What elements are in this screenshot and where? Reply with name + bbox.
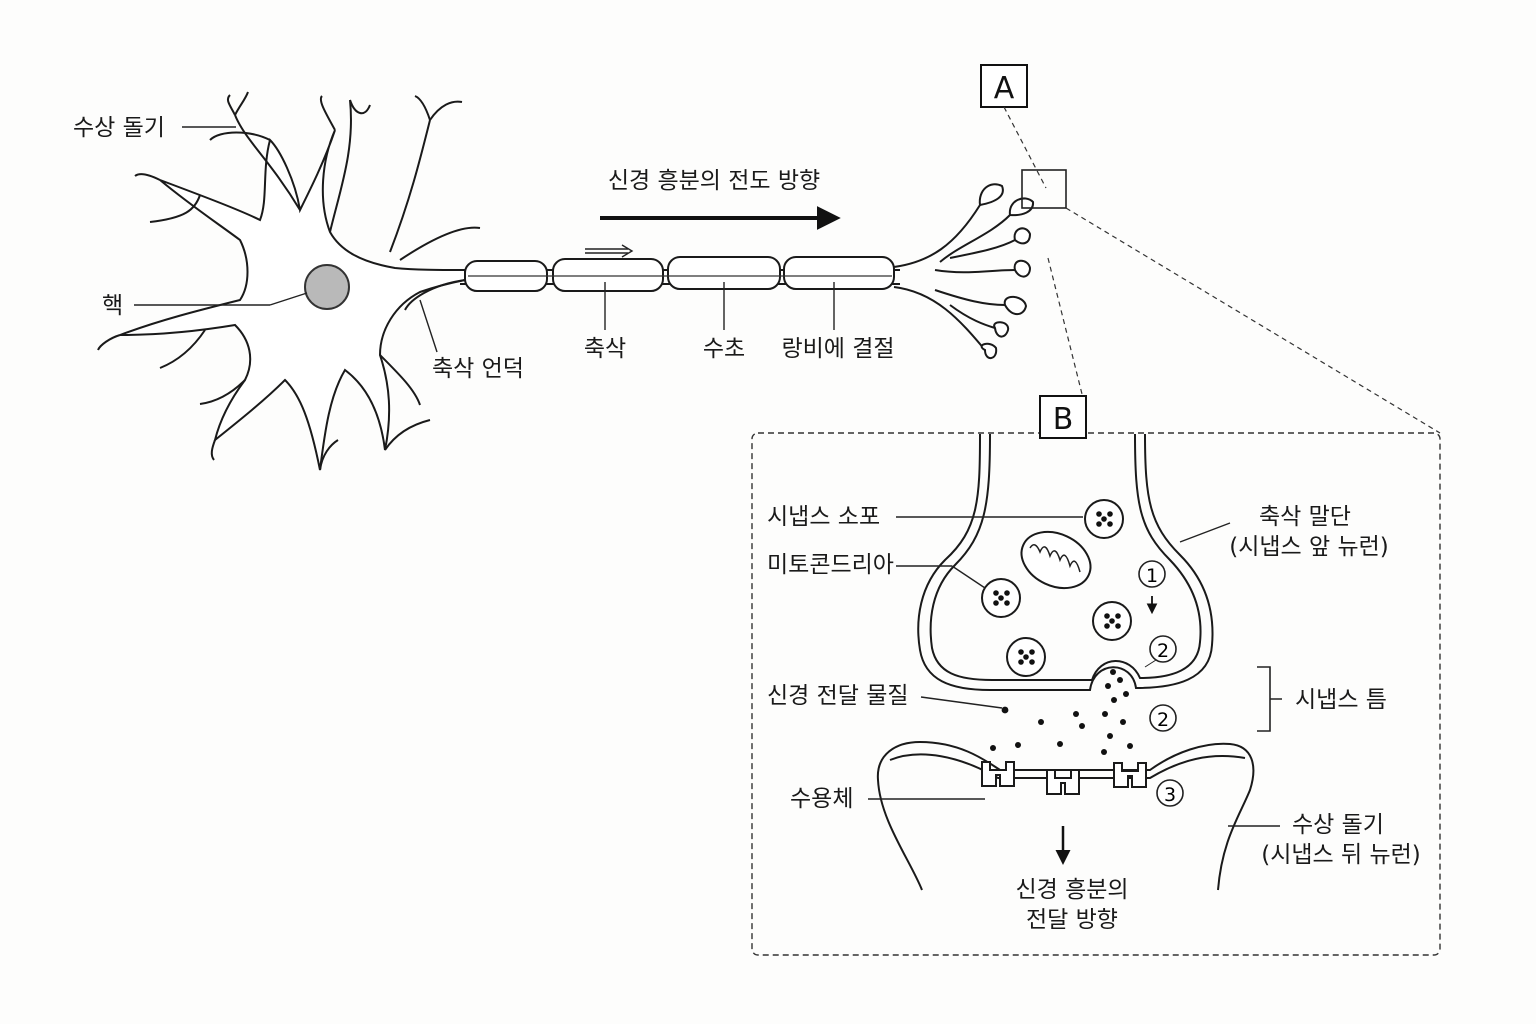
axon-hillock-label: 축삭 언덕	[432, 356, 524, 382]
synaptic-vesicle	[1084, 499, 1124, 539]
nucleus-label: 핵	[102, 293, 123, 319]
axon-terminal	[917, 433, 1214, 691]
neurotransmitter-molecules	[990, 669, 1133, 755]
synaptic-vesicle	[981, 578, 1021, 618]
myelin-segment	[552, 258, 664, 292]
box-a-label: A	[994, 71, 1015, 106]
receptor-label: 수용체	[790, 786, 853, 812]
conduction-label: 신경 흥분의 전도 방향	[608, 168, 820, 194]
transmission-label-line1: 신경 흥분의	[1015, 877, 1128, 903]
cleft-label: 시냅스 틈	[1295, 687, 1387, 713]
post-dendrite-label: 수상 돌기	[1292, 812, 1384, 838]
receptor	[1046, 769, 1080, 795]
node-label: 랑비에 결절	[781, 336, 894, 362]
receptor	[981, 761, 1015, 787]
step-2b-marker: 2	[1157, 709, 1169, 731]
axon-terminals	[893, 204, 1016, 351]
nucleus	[304, 264, 350, 310]
dendrite-branches	[97, 91, 481, 471]
post-neuron-label: (시냅스 뒤 뉴런)	[1261, 842, 1421, 868]
step-markers: 1 2 2 3	[1138, 560, 1184, 807]
neurotransmitter-label: 신경 전달 물질	[767, 683, 909, 709]
synaptic-vesicle	[1006, 637, 1046, 677]
zoom-region	[1021, 169, 1067, 209]
local-current-arrow	[585, 244, 634, 258]
postsynaptic-dendrite	[876, 740, 1255, 891]
cell-body	[119, 129, 466, 471]
receptor	[1113, 762, 1147, 788]
axon-terminal-label: 축삭 말단	[1259, 504, 1351, 530]
transmission-label-line2: 전달 방향	[1026, 907, 1118, 933]
receptors	[981, 761, 1147, 795]
synaptic-knobs	[978, 183, 1035, 359]
box-b-label: B	[1053, 402, 1074, 437]
dendrite-label: 수상 돌기	[73, 115, 165, 141]
box-b	[1039, 395, 1087, 439]
myelin-sheath	[464, 256, 895, 292]
synaptic-vesicle	[1092, 601, 1132, 641]
myelin-label: 수초	[703, 336, 745, 362]
step-2a-marker: 2	[1157, 640, 1169, 662]
vesicle-label: 시냅스 소포	[767, 504, 880, 530]
synaptic-vesicles	[981, 499, 1132, 677]
pre-neuron-label: (시냅스 앞 뉴런)	[1229, 534, 1389, 560]
step-3-marker: 3	[1164, 784, 1176, 806]
mitochondria-label: 미토콘드리아	[767, 552, 894, 578]
synapse-panel	[751, 432, 1441, 956]
cleft-bracket	[1257, 666, 1282, 732]
step-1-marker: 1	[1146, 565, 1158, 587]
axon-label: 축삭	[584, 336, 626, 362]
myelin-segment	[783, 256, 895, 290]
mitochondrion	[1020, 530, 1092, 590]
